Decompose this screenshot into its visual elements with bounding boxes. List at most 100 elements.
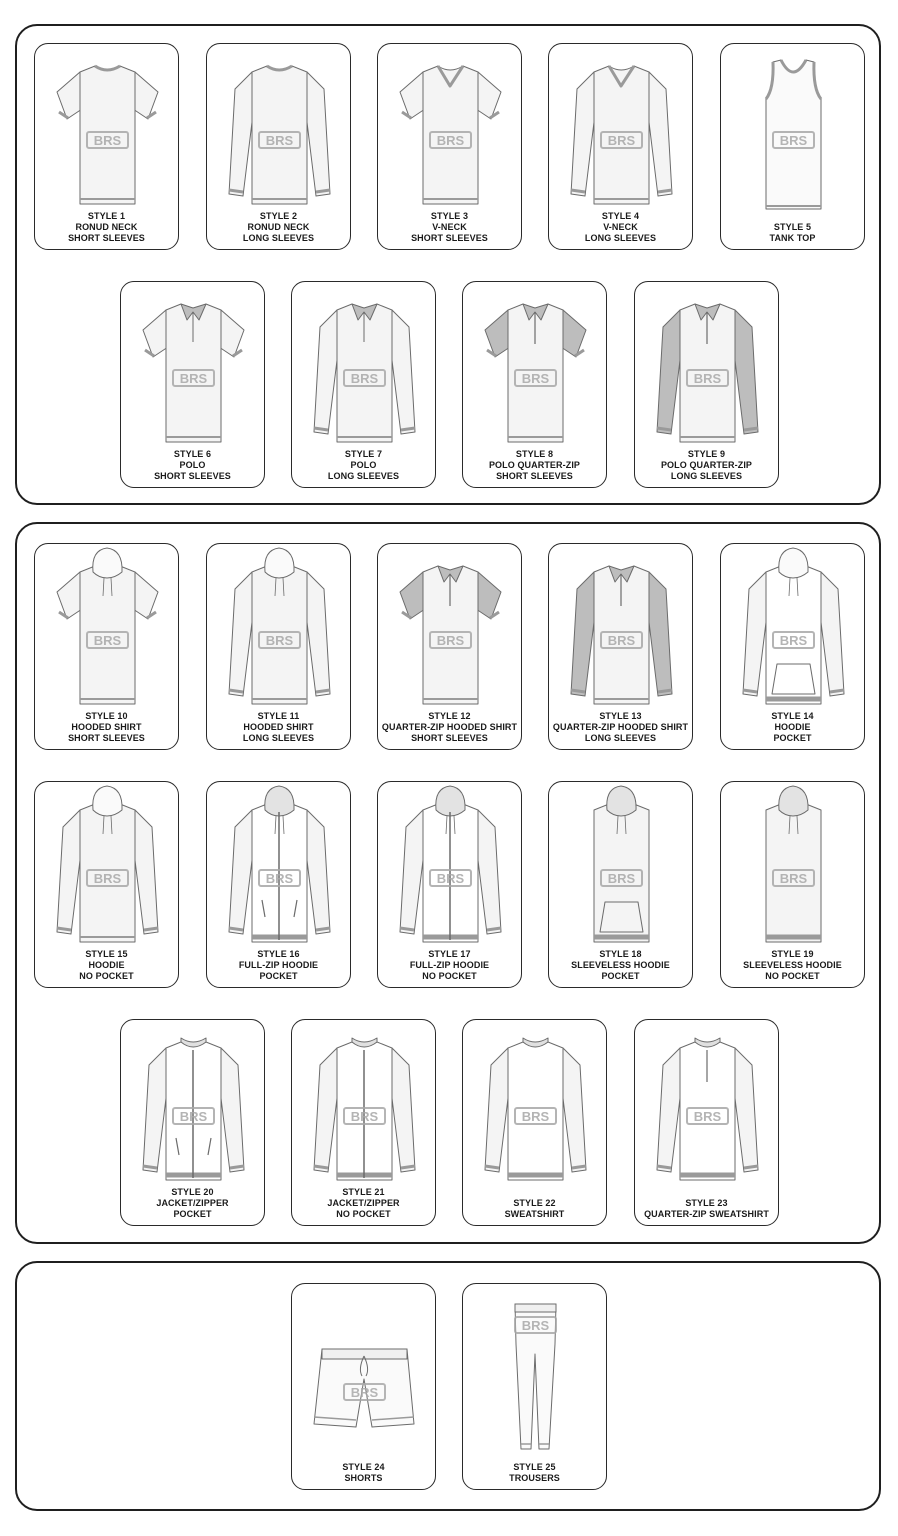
- style-number: STYLE 8: [515, 449, 554, 459]
- svg-text:BRS: BRS: [522, 1109, 550, 1124]
- style-description-line: SHORTS: [344, 1473, 383, 1483]
- svg-text:BRS: BRS: [437, 133, 465, 148]
- style-number: STYLE 4: [601, 211, 640, 221]
- style-number: STYLE 9: [687, 449, 726, 459]
- garment-illustration: BRS: [228, 547, 331, 705]
- svg-text:BRS: BRS: [266, 871, 294, 886]
- style-description-line: HOODED SHIRT: [243, 722, 314, 732]
- svg-text:BRS: BRS: [351, 1109, 379, 1124]
- svg-text:BRS: BRS: [522, 371, 550, 386]
- svg-text:BRS: BRS: [437, 871, 465, 886]
- garment-illustration: BRS: [313, 1037, 416, 1181]
- style-description-line: POLO QUARTER-ZIP: [488, 460, 581, 470]
- garment-illustration: BRS: [570, 65, 673, 205]
- svg-text:BRS: BRS: [351, 371, 379, 386]
- style-number: STYLE 15: [85, 949, 128, 959]
- garment-illustration: BRS: [570, 565, 673, 705]
- style-number: STYLE 1: [87, 211, 126, 221]
- style-description-line: POLO: [179, 460, 206, 470]
- garment-illustration: BRS: [228, 785, 331, 943]
- style-description-line: HOODIE: [774, 722, 811, 732]
- garment-illustration: BRS: [656, 303, 759, 443]
- garment-illustration: BRS: [56, 64, 159, 205]
- style-description-line: SHORT SLEEVES: [411, 233, 488, 243]
- style-description-line: FULL-ZIP HOODIE: [238, 960, 319, 970]
- svg-text:BRS: BRS: [694, 1109, 722, 1124]
- style-number: STYLE 20: [171, 1187, 214, 1197]
- style-number: STYLE 17: [428, 949, 471, 959]
- style-number: STYLE 24: [342, 1462, 385, 1472]
- style-description-line: LONG SLEEVES: [242, 233, 315, 243]
- style-description-line: LONG SLEEVES: [584, 733, 657, 743]
- style-number: STYLE 12: [428, 711, 471, 721]
- style-description-line: QUARTER-ZIP SWEATSHIRT: [644, 1209, 769, 1219]
- style-number: STYLE 6: [173, 449, 212, 459]
- svg-text:BRS: BRS: [694, 371, 722, 386]
- style-description-line: HOODED SHIRT: [71, 722, 142, 732]
- style-number: STYLE 11: [257, 711, 300, 721]
- style-description-line: SWEATSHIRT: [504, 1209, 565, 1219]
- style-description-line: NO POCKET: [422, 971, 477, 981]
- style-description-line: LONG SLEEVES: [584, 233, 657, 243]
- style-description-line: SHORT SLEEVES: [154, 471, 231, 481]
- style-description-line: V-NECK: [432, 222, 467, 232]
- style-number: STYLE 22: [513, 1198, 556, 1208]
- style-description-line: JACKET/ZIPPER: [327, 1198, 400, 1208]
- style-number: STYLE 18: [599, 949, 642, 959]
- style-description-line: POCKET: [259, 971, 298, 981]
- garment-illustration: BRS: [593, 785, 650, 943]
- style-description-line: SHORT SLEEVES: [68, 733, 145, 743]
- style-number: STYLE 21: [342, 1187, 385, 1197]
- garment-illustration: BRS: [765, 785, 822, 943]
- garment-illustration: BRS: [313, 1348, 415, 1428]
- svg-text:BRS: BRS: [266, 133, 294, 148]
- garment-illustration: BRS: [484, 1037, 587, 1181]
- style-description-line: QUARTER-ZIP HOODED SHIRT: [381, 722, 518, 732]
- svg-text:BRS: BRS: [780, 633, 808, 648]
- garment-illustration: BRS: [656, 1037, 759, 1181]
- style-number: STYLE 2: [259, 211, 298, 221]
- style-description-line: POCKET: [773, 733, 812, 743]
- style-description-line: RONUD NECK: [75, 222, 138, 232]
- style-description-line: TANK TOP: [769, 233, 816, 243]
- style-description-line: LONG SLEEVES: [670, 471, 743, 481]
- style-description-line: NO POCKET: [765, 971, 820, 981]
- style-description-line: POLO: [350, 460, 377, 470]
- garment-illustration: BRS: [399, 785, 502, 943]
- style-description-line: NO POCKET: [79, 971, 134, 981]
